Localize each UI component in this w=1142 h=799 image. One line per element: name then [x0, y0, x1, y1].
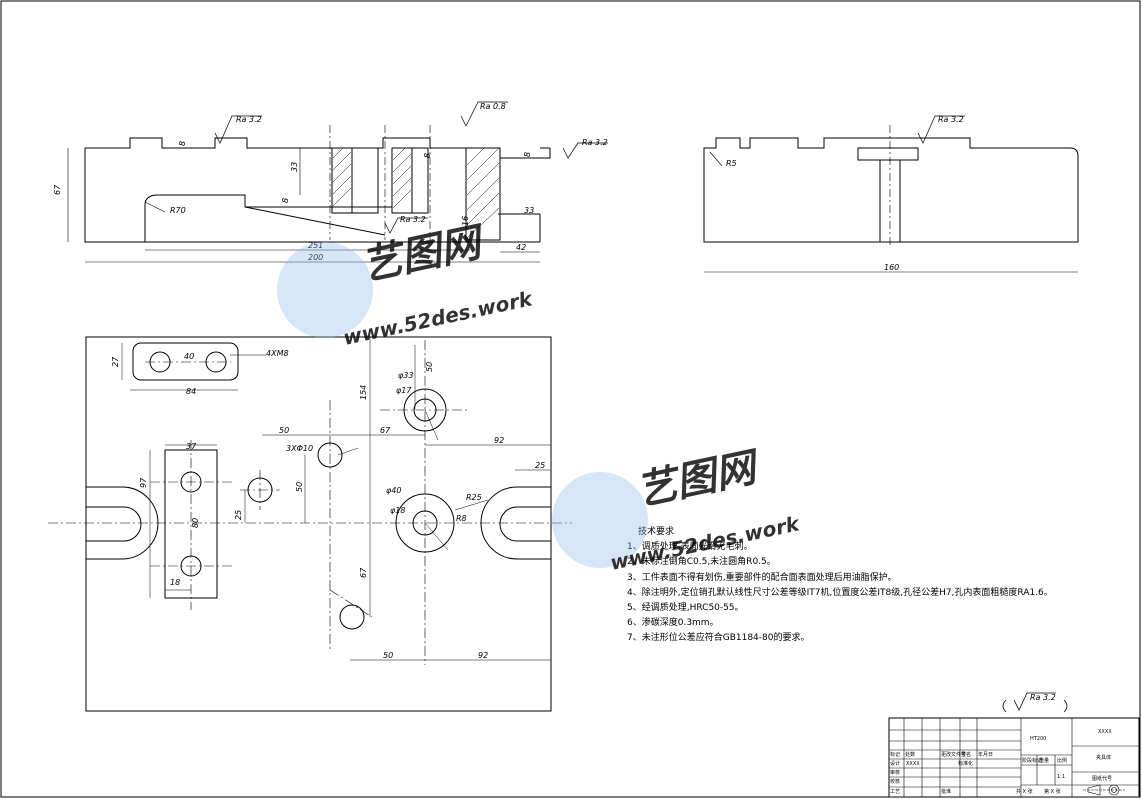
dim-label: φ33	[398, 371, 413, 380]
title-block-drawing-no: 图纸代号	[1092, 775, 1112, 782]
general-roughness-label: Ra 3.2	[1030, 693, 1056, 702]
dim-label: 27	[111, 356, 120, 367]
general-roughness-symbol	[1002, 692, 1068, 713]
title-block-part-name: 夹具体	[1096, 754, 1111, 761]
front-view-dimension-labels: 67 8 33 251 200 8 R70 Ra 3.2 Ra 0.8 Ra 3…	[53, 102, 608, 262]
top-view	[48, 336, 572, 712]
dim-label: 251	[308, 241, 323, 250]
dim-label: 80	[191, 518, 200, 528]
dim-label: 42	[516, 243, 526, 252]
dim-label: Ra 3.2	[400, 215, 426, 224]
dim-label: Ra 3.2	[582, 138, 608, 147]
dim-label: φ17	[396, 386, 412, 395]
dim-label: 92	[478, 651, 488, 660]
dim-label: 67	[380, 426, 391, 435]
dim-label: R25	[466, 493, 482, 502]
tech-requirement-item: 5、经调质处理,HRC50-55。	[627, 601, 744, 613]
dim-label: 25	[234, 510, 243, 520]
title-block-sheets: 共 X 张	[1016, 788, 1033, 795]
front-view	[67, 101, 608, 263]
dim-label: R8	[456, 514, 467, 523]
dim-label: 18	[170, 578, 180, 587]
title-block-company: XXXX	[1098, 729, 1112, 735]
watermark-logo-icon	[277, 242, 373, 338]
dim-label: 8	[281, 198, 290, 203]
dim-label: 33	[290, 162, 299, 172]
dim-label: 67	[359, 567, 368, 578]
tech-requirement-item: 7、未注形位公差应符合GB1184-80的要求。	[627, 631, 809, 643]
dim-label: 97	[139, 477, 148, 488]
top-view-dimension-labels: 27 40 4XM8 84 φ33 φ17 154 50 50 67 92 3X…	[111, 349, 545, 660]
tech-requirement-item: 2、未标注倒角C0.5,未注圆角R0.5。	[627, 555, 776, 567]
title-block-row-label: 更改文件号	[941, 751, 966, 758]
watermark-1: 艺图网 www.52des.work	[277, 219, 536, 350]
dim-label: 50	[383, 651, 393, 660]
dim-label: 3XΦ10	[286, 444, 313, 453]
title-block-row-label: 年月日	[978, 751, 993, 758]
title-block-row-label: 校核	[890, 778, 900, 785]
title-block-header: 比例	[1057, 757, 1067, 764]
title-block-header: 阶段标记	[1022, 757, 1042, 764]
dim-label: φ18	[390, 506, 405, 515]
dim-label: 92	[494, 436, 504, 445]
title-block-row-label: 批准	[941, 788, 951, 795]
dim-label: Ra 3.2	[938, 115, 964, 124]
dim-label: 16	[461, 216, 470, 226]
tech-requirements: 技术要求 1、调质处理,表面光滑无毛刺。 2、未标注倒角C0.5,未注圆角R0.…	[627, 525, 1053, 643]
title-block	[888, 717, 1140, 798]
title-block-row-label: 工艺	[890, 789, 900, 795]
dim-label: Ra 3.2	[236, 115, 262, 124]
title-block-designer: XXXX	[906, 761, 920, 767]
title-block-material: HT200	[1030, 736, 1046, 742]
dim-label: R70	[170, 206, 186, 215]
dim-label: 8	[178, 141, 187, 146]
dim-label: 4XM8	[266, 349, 289, 358]
title-block-row-label: 处数	[905, 751, 915, 758]
title-block-row-label: 审核	[890, 769, 900, 776]
watermark-logo-icon	[552, 472, 648, 568]
dim-label: 154	[359, 385, 368, 400]
title-block-row-label: 设计	[890, 760, 900, 767]
dim-label: 200	[308, 253, 323, 262]
dim-label: Ra 0.8	[480, 102, 506, 111]
title-block-sheet-no: 第 X 张	[1044, 788, 1061, 795]
dim-label: 50	[295, 482, 304, 492]
tech-requirement-item: 4、除注明外,定位销孔默认线性尺寸公差等级IT7机,位置度公差IT8级,孔径公差…	[627, 586, 1053, 598]
title-block-text: HT200 XXXX 夹具体 图纸代号 1:1 阶段标记 重量 比例 标记 处数…	[890, 729, 1112, 795]
dim-label: φ40	[386, 486, 401, 495]
dim-label: 40	[184, 352, 194, 361]
tech-requirement-item: 3、工件表面不得有划伤,重要部件的配合面表面处理后用油脂保护。	[627, 571, 897, 583]
dim-label: 50	[425, 362, 434, 372]
dim-label: 37	[186, 442, 197, 451]
title-block-row-label: 签名	[961, 751, 971, 758]
tech-requirement-item: 1、调质处理,表面光滑无毛刺。	[627, 540, 753, 552]
side-view-dimension-labels: R5 Ra 3.2 160	[726, 115, 964, 272]
dim-label: 25	[535, 461, 545, 470]
side-view	[703, 115, 1079, 273]
projection-symbol-icon	[1083, 784, 1125, 796]
watermark-brand: 艺图网	[633, 444, 766, 515]
dim-label: 84	[186, 387, 196, 396]
watermark-2: 艺图网 www.52des.work	[552, 444, 803, 575]
dim-label: 33	[524, 206, 534, 215]
dim-label: 50	[279, 426, 289, 435]
tech-requirements-title: 技术要求	[638, 525, 674, 537]
title-block-row-label: 标记	[890, 751, 900, 758]
watermark-brand: 艺图网	[358, 219, 491, 290]
title-block-standardized: 标准化	[958, 760, 973, 767]
dim-label: 8	[423, 153, 432, 158]
dim-label: 8	[523, 152, 532, 157]
dim-label: 160	[884, 263, 899, 272]
tech-requirement-item: 6、渗碳深度0.3mm。	[627, 616, 719, 628]
title-block-header: 重量	[1039, 757, 1049, 764]
dim-label: R5	[726, 159, 737, 168]
title-block-scale: 1:1	[1057, 774, 1065, 780]
dim-label: 67	[53, 184, 62, 195]
